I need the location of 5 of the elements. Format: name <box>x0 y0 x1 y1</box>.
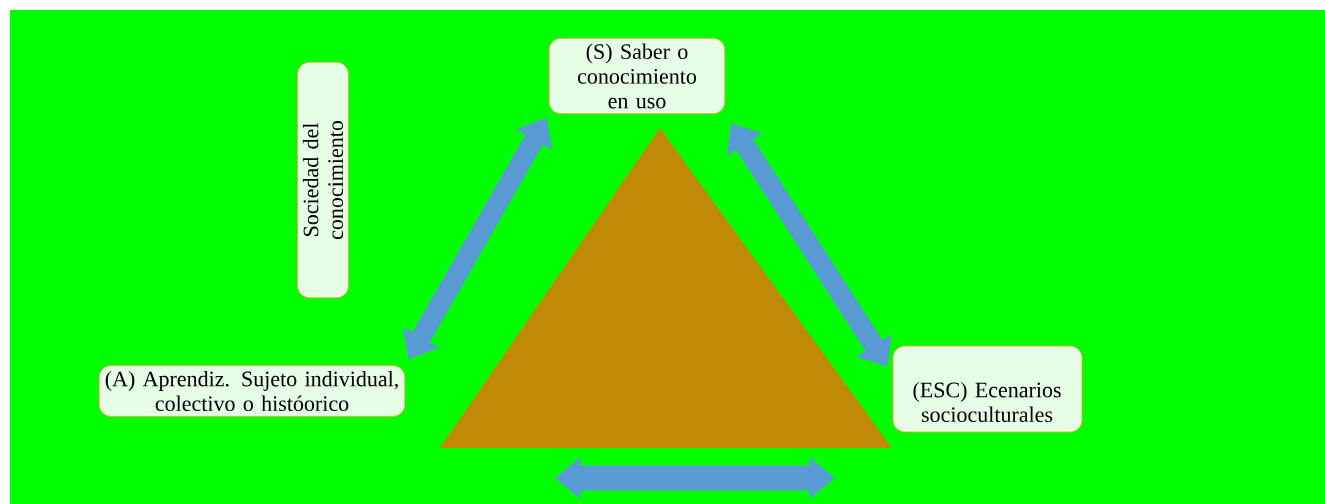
text-box: Sociedad del conocimiento <box>297 61 349 299</box>
text-box: (S) Saber o conocimiento en uso <box>548 37 726 115</box>
triangle <box>440 128 892 448</box>
text-box: (A) Aprendiz. Sujeto individual, colectivo o históorico <box>98 365 406 417</box>
text-box: (ESC) Ecenarios socioculturales <box>892 345 1083 433</box>
